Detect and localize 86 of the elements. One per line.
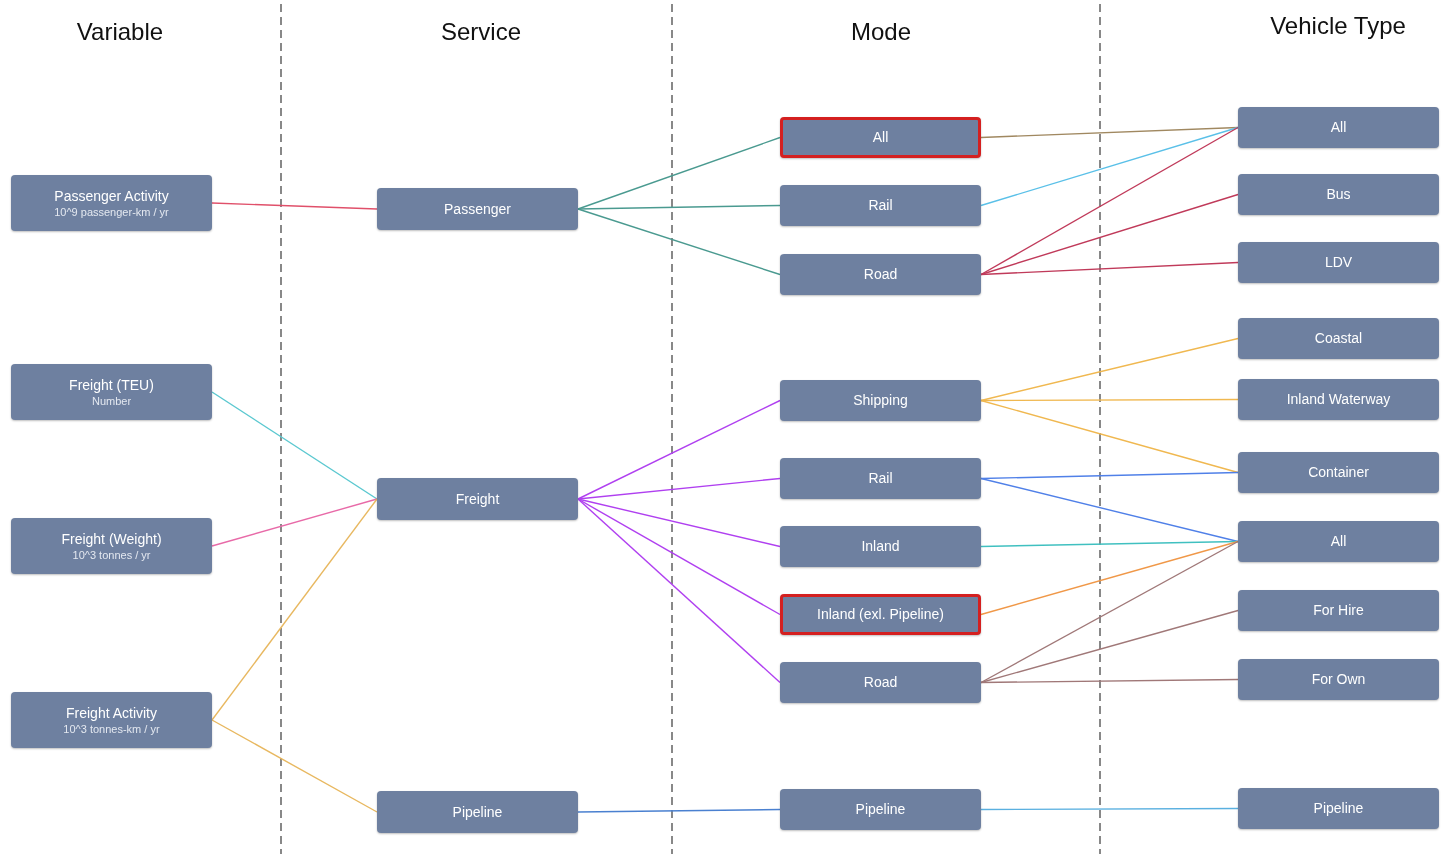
connector-line xyxy=(577,136,781,210)
category-box xyxy=(780,458,981,499)
connector-line xyxy=(980,193,1239,276)
connector-line xyxy=(211,498,378,721)
column-heading: Service xyxy=(441,18,521,46)
connector-line xyxy=(980,126,1239,276)
category-box xyxy=(1238,590,1439,631)
connector-line xyxy=(577,808,781,813)
box-title: Pipeline xyxy=(1313,800,1364,817)
box-title: LDV xyxy=(1324,254,1353,271)
category-box xyxy=(780,526,981,567)
connector-line xyxy=(980,540,1239,684)
connector-line xyxy=(577,498,781,548)
box-title: Inland Waterway xyxy=(1286,391,1391,408)
box-title: Passenger Activity xyxy=(54,187,169,205)
category-box xyxy=(11,364,212,420)
category-box xyxy=(780,254,981,295)
category-box xyxy=(1238,318,1439,359)
box-title: Pipeline xyxy=(855,801,906,818)
connector-line xyxy=(980,807,1239,811)
connector-line xyxy=(980,126,1239,139)
box-title: Freight (Weight) xyxy=(61,530,162,548)
column-heading: Variable xyxy=(76,18,164,46)
column-heading: Mode xyxy=(851,18,911,46)
connector-line xyxy=(211,498,378,547)
box-title: Passenger xyxy=(444,200,511,218)
box-title: Coastal xyxy=(1314,330,1363,347)
connector-line xyxy=(211,202,378,210)
category-box xyxy=(1238,107,1439,148)
category-box xyxy=(1238,242,1439,283)
box-title: Freight Activity xyxy=(66,704,157,722)
category-box xyxy=(377,188,578,230)
box-title: Pipeline xyxy=(452,803,503,821)
connector-line xyxy=(980,337,1239,402)
connector-line xyxy=(211,719,378,813)
category-box xyxy=(11,175,212,231)
category-box xyxy=(1238,379,1439,420)
category-box xyxy=(780,789,981,830)
connector-line xyxy=(980,477,1239,543)
category-box xyxy=(377,478,578,520)
box-title: All xyxy=(1330,119,1347,136)
category-box xyxy=(377,791,578,833)
box-title: For Hire xyxy=(1313,602,1364,619)
highlighted-box xyxy=(780,594,981,635)
connector-line xyxy=(980,540,1239,616)
connector-line xyxy=(577,204,781,210)
connector-line xyxy=(577,399,781,500)
category-box xyxy=(780,185,981,226)
category-box xyxy=(1238,659,1439,700)
unit-text: 10^3 tonnes / yr xyxy=(72,547,151,562)
box-title: Container xyxy=(1308,464,1369,481)
connector-line xyxy=(980,261,1239,276)
connector-line xyxy=(577,477,781,500)
connector-line xyxy=(980,399,1239,474)
box-title: Freight (TEU) xyxy=(69,376,154,394)
box-title: All xyxy=(1330,533,1347,550)
box-title: Shipping xyxy=(853,392,908,409)
column-heading: Vehicle Type xyxy=(1270,12,1406,40)
box-title: Road xyxy=(863,266,898,283)
box-title: Rail xyxy=(868,470,893,487)
box-title: Inland xyxy=(861,538,900,555)
box-title: Inland (exl. Pipeline) xyxy=(817,606,944,623)
connector-line xyxy=(980,678,1239,684)
box-title: Road xyxy=(863,674,898,691)
connector-line xyxy=(211,391,378,500)
box-title: For Own xyxy=(1311,671,1366,688)
highlighted-box xyxy=(780,117,981,158)
connector-line xyxy=(980,609,1239,684)
box-title: Rail xyxy=(868,197,893,214)
category-box xyxy=(1238,788,1439,829)
unit-text: 10^9 passenger-km / yr xyxy=(54,204,169,219)
category-box xyxy=(1238,521,1439,562)
category-box xyxy=(1238,174,1439,215)
box-title: All xyxy=(872,129,889,146)
category-box xyxy=(780,380,981,421)
category-box xyxy=(11,518,212,574)
unit-text: Number xyxy=(91,393,132,408)
unit-text: 10^3 tonnes-km / yr xyxy=(63,721,160,736)
category-box xyxy=(780,662,981,703)
box-title: Freight xyxy=(455,490,500,508)
box-title: Bus xyxy=(1326,186,1351,203)
connector-line xyxy=(577,498,781,684)
category-box xyxy=(11,692,212,748)
connector-line xyxy=(577,208,781,276)
category-box xyxy=(1238,452,1439,493)
connector-line xyxy=(980,126,1239,207)
